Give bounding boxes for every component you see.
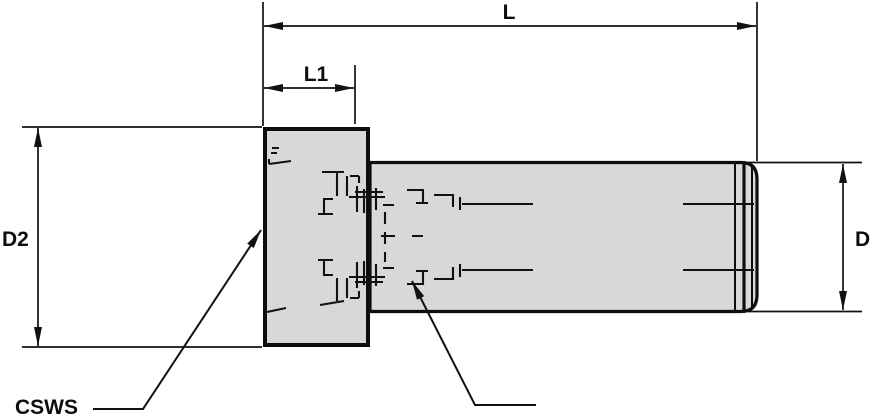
dimension-D2: D2 bbox=[2, 126, 262, 348]
dimension-D-label: D bbox=[855, 228, 870, 251]
dimension-L-arrow-right bbox=[737, 22, 756, 30]
csws-leader-arrow bbox=[247, 230, 261, 249]
dimension-D: D bbox=[745, 161, 870, 313]
dimension-D-arrow-top bbox=[839, 164, 847, 183]
dimension-L1: L1 bbox=[264, 63, 356, 124]
dimension-L1-arrow-right bbox=[335, 84, 354, 92]
dimension-L-label: L bbox=[503, 1, 516, 24]
csws-leader-line bbox=[93, 229, 262, 410]
shank-end-grooves bbox=[734, 164, 753, 310]
dimension-D-arrow-bottom bbox=[839, 291, 847, 310]
dimension-D2-arrow-bottom bbox=[34, 327, 42, 346]
dimension-L1-arrow-left bbox=[264, 84, 283, 92]
dimension-D2-label: D2 bbox=[2, 228, 29, 251]
part-geometry bbox=[263, 127, 759, 347]
shank-shape bbox=[368, 160, 759, 314]
dimension-L1-label: L1 bbox=[304, 63, 329, 86]
dimension-L: L bbox=[262, 1, 758, 161]
leader-2-line bbox=[411, 280, 536, 406]
csws-label: CSWS bbox=[15, 396, 78, 419]
hidden-detail-lines bbox=[266, 146, 754, 314]
leader-2-arrow bbox=[412, 281, 425, 300]
dimension-D2-arrow-top bbox=[34, 128, 42, 147]
callout-leader-2 bbox=[411, 280, 536, 406]
callout-csws: CSWS bbox=[15, 229, 262, 419]
dimension-L-arrow-left bbox=[264, 22, 283, 30]
